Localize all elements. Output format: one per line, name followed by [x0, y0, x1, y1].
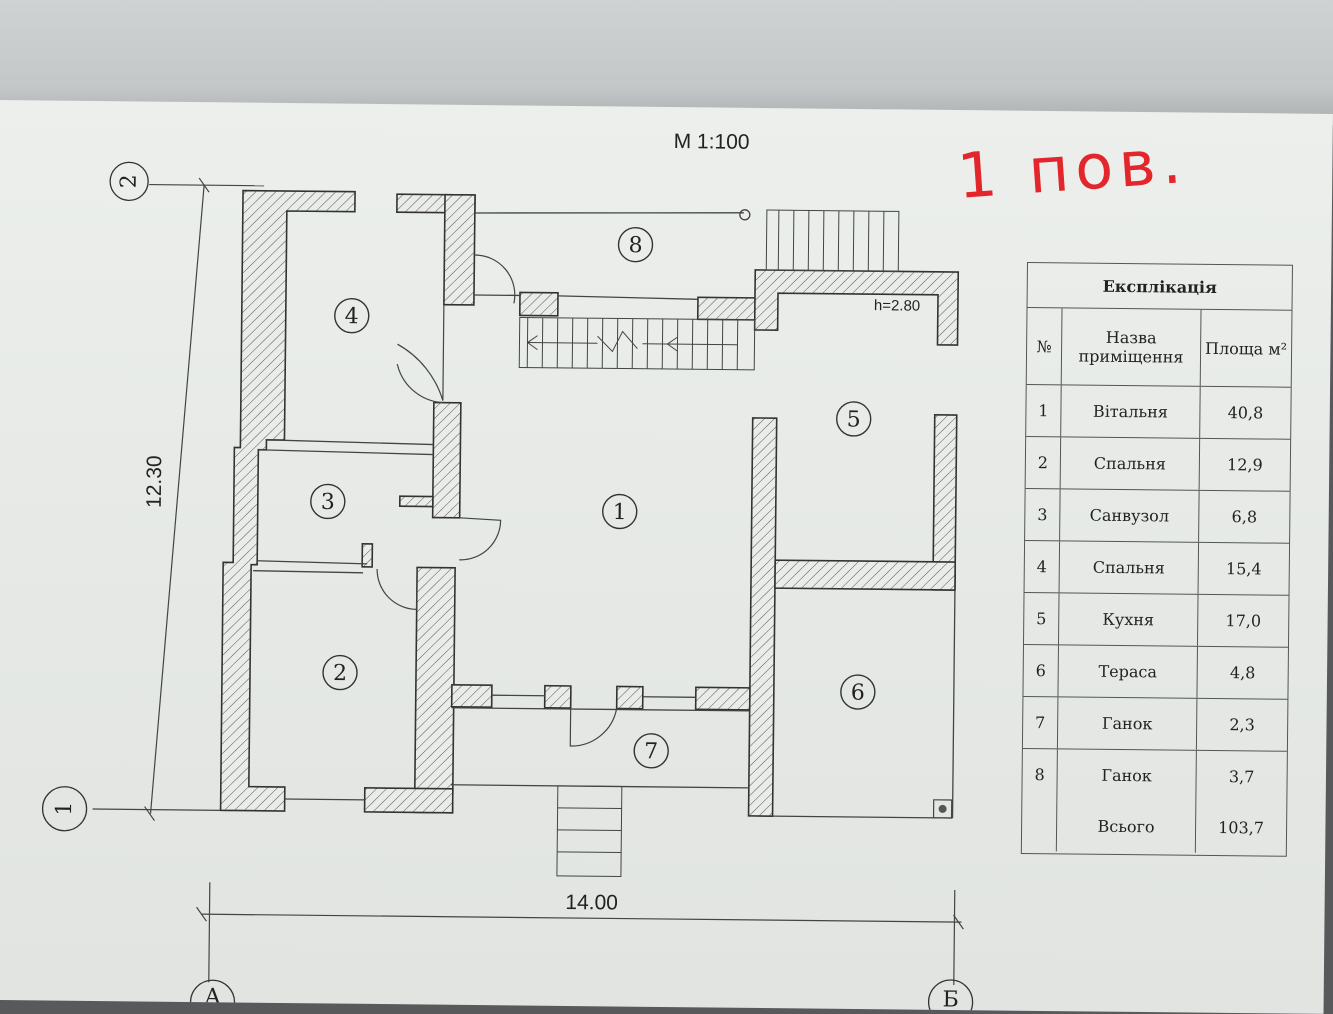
svg-text:6: 6 — [851, 680, 865, 705]
room-outlines — [251, 205, 959, 818]
row-area: 12,9 — [1200, 439, 1291, 491]
room-marker-1: 1 — [603, 494, 637, 528]
room-marker-2: 2 — [323, 655, 357, 689]
table-header-row: № Назва приміщення Площа м² — [1027, 308, 1292, 388]
row-area: 3,7 — [1196, 751, 1287, 803]
room-marker-8: 8 — [618, 227, 652, 261]
column — [934, 800, 952, 818]
row-area: 17,0 — [1198, 595, 1289, 647]
header-number: № — [1027, 308, 1063, 384]
header-area: Площа м² — [1201, 310, 1292, 387]
axis-marker-b: Б — [928, 980, 972, 1014]
row-name: Вітальня — [1061, 385, 1201, 437]
axis-marker-2: 2 — [110, 162, 148, 200]
svg-text:2: 2 — [333, 661, 347, 686]
svg-text:Б: Б — [942, 987, 958, 1012]
row-name: Тераса — [1058, 645, 1198, 697]
axis-line-1 — [93, 809, 233, 810]
header-name: Назва приміщення — [1062, 308, 1202, 385]
row-number: 1 — [1026, 385, 1062, 436]
row-area: 15,4 — [1199, 543, 1290, 595]
axis-marker-a: А — [190, 980, 234, 1014]
svg-text:1: 1 — [52, 802, 77, 816]
ceiling-height-label: h=2.80 — [874, 297, 920, 314]
svg-text:2: 2 — [117, 174, 142, 188]
row-name: Спальня — [1061, 437, 1201, 489]
row-area: 6,8 — [1199, 491, 1290, 543]
total-area: 103,7 — [1196, 802, 1287, 854]
row-area: 40,8 — [1200, 387, 1291, 439]
porch-stairs-top — [766, 210, 899, 271]
row-area: 2,3 — [1197, 699, 1288, 751]
svg-text:4: 4 — [345, 304, 359, 329]
row-name: Ганок — [1057, 749, 1197, 801]
axis-line-2 — [149, 185, 264, 186]
room-markers: 1 2 3 4 5 6 7 8 — [308, 224, 880, 770]
svg-text:А: А — [204, 985, 221, 1010]
room-marker-3: 3 — [311, 484, 345, 518]
row-area: 4,8 — [1197, 647, 1288, 699]
porch-stairs-bottom — [557, 786, 622, 877]
row-number: 4 — [1025, 541, 1061, 592]
row-number: 8 — [1022, 749, 1058, 800]
scale-label: М 1:100 — [674, 130, 750, 154]
total-number — [1022, 800, 1058, 851]
room-marker-5: 5 — [837, 402, 871, 436]
row-name: Спальня — [1060, 541, 1200, 593]
svg-text:5: 5 — [847, 407, 861, 432]
axis-marker-1: 1 — [42, 786, 86, 830]
room-marker-6: 6 — [841, 675, 875, 709]
room-marker-4: 4 — [335, 299, 369, 333]
room-schedule-table: Експлікація № Назва приміщення Площа м² … — [1021, 262, 1293, 857]
row-name: Санвузол — [1060, 489, 1200, 541]
svg-text:3: 3 — [321, 490, 335, 515]
width-dimension: 14.00 — [565, 891, 618, 915]
table-title: Експлікація — [1028, 263, 1292, 311]
row-number: 2 — [1026, 437, 1062, 488]
height-dimension: 12.30 — [143, 455, 167, 508]
row-number: 7 — [1023, 697, 1059, 748]
row-number: 6 — [1023, 645, 1059, 696]
row-name: Ганок — [1058, 697, 1198, 749]
interior-stairs — [519, 317, 755, 369]
table-total-row: Всього 103,7 — [1022, 800, 1287, 854]
width-dimension-line — [201, 914, 961, 922]
svg-text:8: 8 — [628, 233, 642, 258]
room-marker-7: 7 — [634, 734, 668, 768]
svg-text:7: 7 — [644, 739, 658, 764]
row-number: 5 — [1024, 593, 1060, 644]
total-label: Всього — [1057, 800, 1197, 852]
row-name: Кухня — [1059, 593, 1199, 645]
row-number: 3 — [1025, 489, 1061, 540]
svg-text:1: 1 — [613, 500, 627, 525]
